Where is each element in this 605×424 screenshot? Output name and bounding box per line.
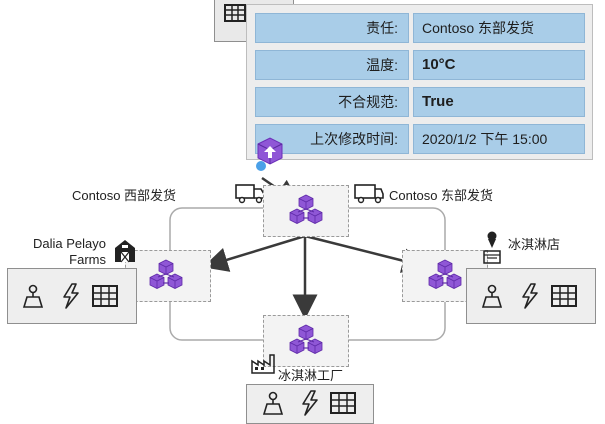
property-row: 温度: 10°C — [255, 50, 585, 80]
property-key: 不合规范: — [255, 87, 409, 117]
map-icon — [23, 284, 43, 308]
west-shipping-label: Contoso 西部发货 — [72, 188, 177, 203]
truck-east-icon — [354, 184, 384, 204]
lightning-icon — [522, 283, 538, 309]
grid-icon — [92, 285, 118, 307]
twin-properties-card: 责任: Contoso 东部发货 温度: 10°C 不合规范: True 上次修… — [246, 4, 593, 160]
store-toolbox — [466, 268, 596, 324]
property-value: 10°C — [413, 50, 585, 80]
grid-icon — [224, 4, 246, 22]
property-value: 2020/1/2 下午 15:00 — [413, 124, 585, 154]
factory-icon — [251, 354, 275, 374]
ice-cream-store-icon — [483, 231, 501, 264]
store-label: 冰淇淋店 — [508, 237, 561, 252]
twin-node-factory[interactable] — [263, 315, 349, 367]
map-icon — [482, 284, 502, 308]
toolbox-icons — [23, 283, 577, 416]
property-key: 上次修改时间: — [255, 124, 409, 154]
property-key: 责任: — [255, 13, 409, 43]
lightning-icon — [63, 283, 79, 309]
grid-icon — [551, 285, 577, 307]
property-value: True — [413, 87, 585, 117]
property-key: 温度: — [255, 50, 409, 80]
truck-west-icon — [235, 184, 265, 204]
east-shipping-label: Contoso 东部发货 — [389, 188, 494, 203]
farm-toolbox — [7, 268, 137, 324]
property-row: 不合规范: True — [255, 87, 585, 117]
property-value: Contoso 东部发货 — [413, 13, 585, 43]
property-row: 上次修改时间: 2020/1/2 下午 15:00 — [255, 124, 585, 154]
twin-node-shipping[interactable] — [263, 185, 349, 237]
farm-label: Dalia Pelayo Farms — [33, 236, 106, 267]
barn-icon — [115, 240, 135, 263]
arrow-to-store — [304, 234, 428, 273]
property-row: 责任: Contoso 东部发货 — [255, 13, 585, 43]
arrow-to-farm — [202, 234, 306, 272]
twin-update-icon — [256, 137, 283, 171]
factory-label: 冰淇淋工厂 — [278, 368, 344, 383]
truck-icon — [235, 184, 384, 204]
